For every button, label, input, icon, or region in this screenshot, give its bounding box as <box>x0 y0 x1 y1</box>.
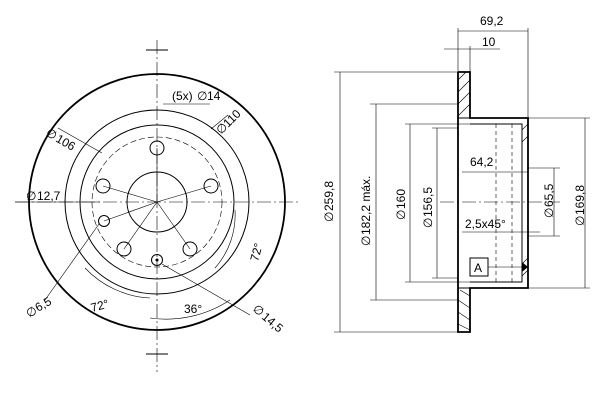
diameter-156-5-symbol: ∅ <box>421 218 435 228</box>
diameter-65-5-label: 65,5 <box>542 183 556 207</box>
side-view: 69,2 10 <box>322 14 590 333</box>
bolt-hole-diameter-symbol: ∅ <box>197 89 207 103</box>
angle-arc-right <box>214 209 236 269</box>
datum-a-triangle <box>522 262 528 272</box>
diameter-160-label: 160 <box>394 189 408 209</box>
datum-a-label: A <box>474 261 482 275</box>
angle-arc-bottom <box>149 299 231 320</box>
pcd-leader <box>210 114 229 130</box>
angle-arc-left <box>84 267 151 299</box>
hub-radial-lines <box>102 148 212 250</box>
section-hatching <box>457 71 529 331</box>
small-hole-left <box>98 215 110 227</box>
angle-left-label: 72° <box>89 297 110 315</box>
small-hole-bottom <box>151 254 163 266</box>
hat-depth-label: 64,2 <box>470 155 494 169</box>
diameter-169-8-symbol: ∅ <box>573 216 587 226</box>
max-diameter-symbol: ∅ <box>359 236 373 246</box>
outer-diameter-symbol: ∅ <box>322 212 336 222</box>
diameter-156-5-label: 156,5 <box>421 187 435 217</box>
small-hole-bottom-center <box>155 258 159 262</box>
bolt-hole-2 <box>203 178 219 194</box>
diameter-160-symbol: ∅ <box>394 210 408 220</box>
bolt-hole-3 <box>182 241 198 257</box>
overall-height-label: 69,2 <box>480 14 504 28</box>
outer-diameter-label: 259,8 <box>322 181 336 211</box>
hub-diameter-leader <box>57 127 103 154</box>
chamfer-label: 2,5x45° <box>465 217 506 231</box>
disc-thickness-label: 10 <box>482 35 496 49</box>
diameter-169-8-label: 169,8 <box>573 185 587 215</box>
center-hole-diameter: 12,7 <box>37 189 61 203</box>
diameter-65-5-symbol: ∅ <box>542 208 556 218</box>
bolt-hole-5 <box>95 178 111 194</box>
hub-diameter: 106 <box>54 131 79 153</box>
small-hole-leader <box>44 223 100 301</box>
bolt-hole-diameter: 14 <box>207 89 221 103</box>
angle-bottom-label: 36° <box>184 302 202 316</box>
bottom-diameter-leader <box>161 263 251 316</box>
front-view: (5x) ∅ 14 ∅ 110 ∅ 106 ∅ 12,7 ∅ 6,5 72° 7… <box>15 40 300 372</box>
bottom-diameter: 14,5 <box>259 310 286 336</box>
max-diameter-label: 182,2 máx. <box>359 176 373 235</box>
angle-right-label: 72° <box>247 241 265 262</box>
bolt-hole-label: (5x) <box>172 89 193 103</box>
center-hole-diameter-symbol: ∅ <box>26 189 36 203</box>
bolt-hole-4 <box>116 241 132 257</box>
